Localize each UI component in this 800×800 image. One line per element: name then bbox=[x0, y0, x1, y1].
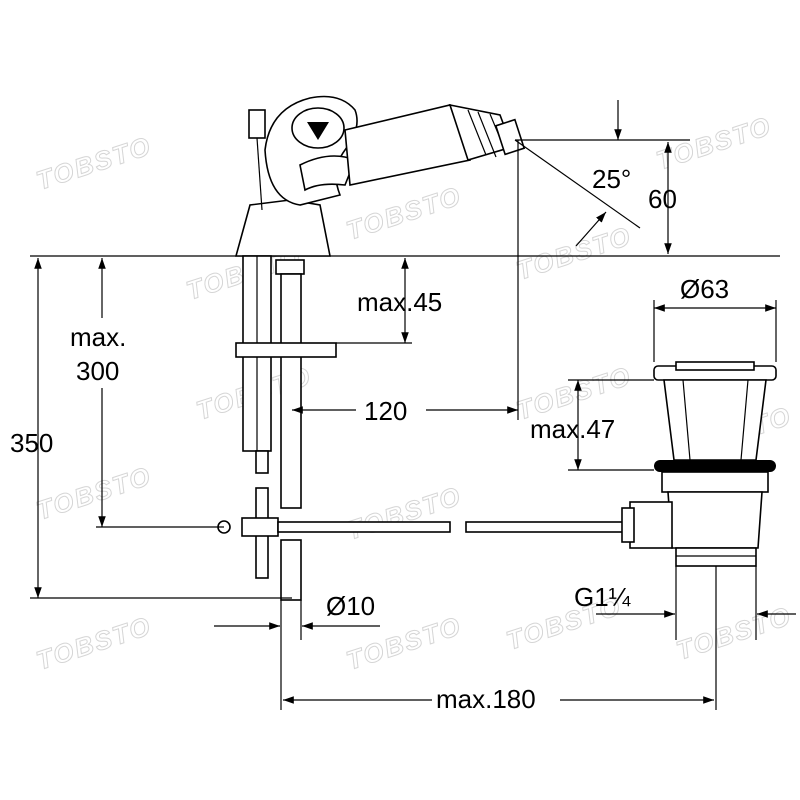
rod-clamp bbox=[241, 517, 279, 537]
under-counter-assembly bbox=[217, 255, 627, 601]
waste-gasket bbox=[654, 460, 776, 472]
label-bg bbox=[66, 318, 146, 388]
watermark: TOBSTO bbox=[653, 110, 776, 175]
dim-rod-offset: 120 bbox=[364, 396, 407, 426]
supply-tube bbox=[280, 273, 302, 509]
dim-rod-diameter: Ø10 bbox=[326, 591, 375, 621]
dim-reach: max.180 bbox=[436, 684, 536, 714]
dim-counter-height: max.45 bbox=[357, 287, 442, 317]
waste-fitting bbox=[621, 361, 777, 567]
fixing-plate bbox=[235, 342, 337, 358]
pull-rod-end bbox=[465, 521, 627, 533]
watermark: TOBSTO bbox=[33, 130, 156, 195]
angle-arrow-bottom bbox=[575, 211, 607, 247]
dimension-lines: 25° 60 350 max. 300 max.45 120 Ø63 max.4… bbox=[10, 100, 796, 714]
waste-nut bbox=[661, 471, 769, 493]
faucet-body bbox=[30, 95, 780, 257]
waste-body bbox=[663, 379, 767, 461]
dim-total-height: 350 bbox=[10, 428, 53, 458]
lever bbox=[299, 155, 357, 192]
spout bbox=[344, 104, 472, 186]
waste-thread bbox=[675, 547, 757, 567]
dim-thread: G1¼ bbox=[574, 582, 631, 612]
waste-port-nut bbox=[621, 507, 635, 543]
dim-waste-height: max.47 bbox=[530, 414, 615, 444]
lift-rod-knob bbox=[248, 109, 266, 139]
watermark: TOBSTO bbox=[343, 180, 466, 245]
dim-rod-length-line1: max. bbox=[70, 322, 126, 352]
waste-shade bbox=[740, 379, 749, 461]
lift-rod bbox=[256, 137, 263, 211]
watermark: TOBSTO bbox=[33, 610, 156, 675]
nozzle-tip bbox=[494, 118, 526, 156]
watermark: TOBSTO bbox=[343, 480, 466, 545]
angle-line bbox=[514, 139, 641, 229]
dim-rod-length-line2: 300 bbox=[76, 356, 119, 386]
waste-shade bbox=[682, 379, 691, 461]
pull-rod bbox=[277, 521, 451, 533]
waste-side-port bbox=[629, 501, 673, 549]
supply-tube-lower bbox=[280, 539, 302, 601]
watermark: TOBSTO bbox=[33, 460, 156, 525]
waste-plug bbox=[675, 361, 755, 371]
dim-angle: 25° bbox=[592, 164, 631, 194]
faucet-base bbox=[234, 199, 331, 257]
watermark: TOBSTO bbox=[673, 600, 796, 665]
waste-tail bbox=[667, 491, 763, 549]
label-bg bbox=[432, 680, 560, 710]
watermark: TOBSTO bbox=[513, 220, 636, 285]
label-bg bbox=[356, 394, 426, 424]
dim-spout-height: 60 bbox=[648, 184, 677, 214]
logo-icon bbox=[307, 122, 329, 140]
lift-rod-lower bbox=[255, 450, 269, 474]
nut bbox=[275, 259, 305, 275]
dim-diameter-top: Ø63 bbox=[680, 274, 729, 304]
